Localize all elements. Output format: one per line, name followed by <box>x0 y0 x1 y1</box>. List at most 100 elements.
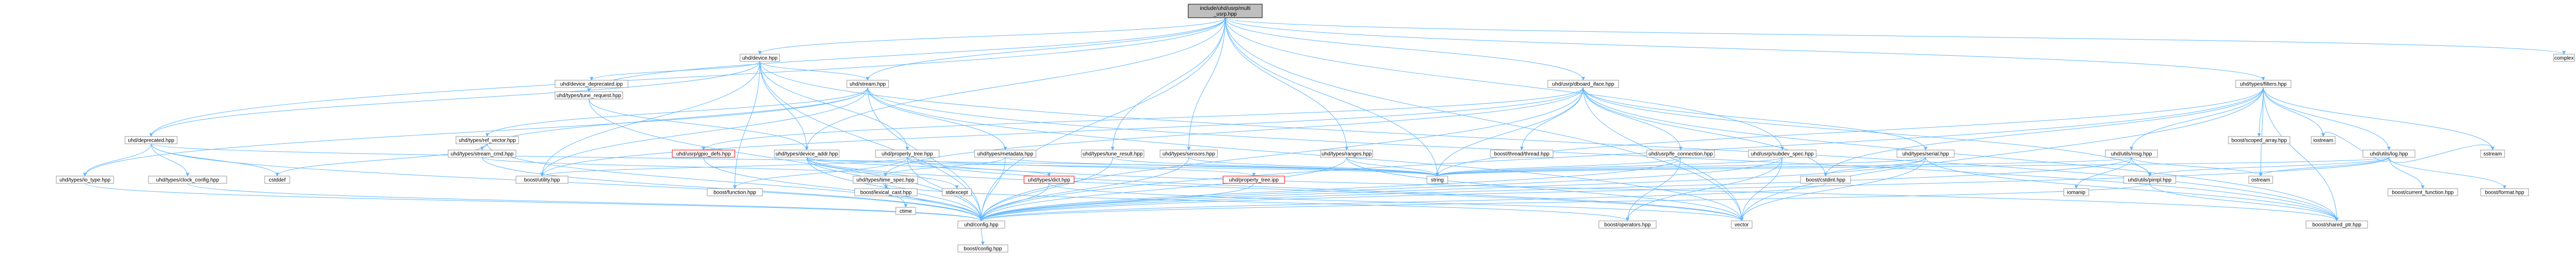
node-tune-request[interactable]: uhd/types/tune_request.hpp <box>554 91 623 100</box>
node-device-deprecated[interactable]: uhd/device_deprecated.ipp <box>554 80 628 88</box>
node-dboard-iface[interactable]: uhd/usrp/dboard_iface.hpp <box>1547 80 1619 88</box>
node-to-type[interactable]: uhd/types/io_type.hpp <box>56 176 114 184</box>
node-tune-result[interactable]: uhd/types/tune_result.hpp <box>1081 150 1144 158</box>
node-shared-ptr[interactable]: boost/shared_ptr.hpp <box>2306 220 2368 229</box>
edge-device-to-property_tree <box>759 61 909 151</box>
node-box <box>1426 176 1448 184</box>
node-complex[interactable]: complex <box>2553 54 2575 62</box>
node-pimpl[interactable]: uhd/utils/pimpl.hpp <box>2123 176 2176 184</box>
node-label: uhd/stream.hpp <box>849 82 886 88</box>
node-fe-connection[interactable]: uhd/usrp/fe_connection.hpp <box>1646 150 1715 158</box>
node-gpio-defs[interactable]: uhd/usrp/gpio_defs.hpp <box>672 150 735 158</box>
node-ref-vector[interactable]: uhd/types/ref_vector.hpp <box>455 136 519 144</box>
node-label: iostream <box>2313 138 2333 144</box>
edge-root-to-dboard_iface <box>1225 17 1585 81</box>
node-label: vector <box>1734 222 1749 228</box>
node-ranges[interactable]: uhd/types/ranges.hpp <box>1320 150 1373 158</box>
node-property-tree-ipp[interactable]: uhd/property_tree.ipp <box>1223 176 1285 184</box>
node-box <box>2063 188 2089 196</box>
node-msg[interactable]: uhd/utils/msg.hpp <box>2105 150 2158 158</box>
node-box <box>957 244 1008 253</box>
edge-log-to-sstream <box>2388 144 2495 163</box>
edge-metadata-to-config <box>979 157 1006 221</box>
edge-device-to-device_addr <box>759 61 809 151</box>
node-thread[interactable]: boost/thread/thread.hpp <box>1490 150 1554 158</box>
edge-filters-to-shared_ptr <box>2263 87 2339 221</box>
node-cstddef[interactable]: cstddef <box>264 176 290 184</box>
node-root[interactable]: include/uhd/usrp/multi_usrp.hpp <box>1188 4 1263 18</box>
node-vector[interactable]: vector <box>1731 220 1753 229</box>
edge-filters-to-log <box>2263 87 2391 151</box>
node-filters[interactable]: uhd/types/filters.hpp <box>2235 80 2291 88</box>
node-box <box>2480 150 2505 158</box>
node-stream[interactable]: uhd/stream.hpp <box>846 80 889 88</box>
node-metadata[interactable]: uhd/types/metadata.hpp <box>974 150 1037 158</box>
edge-fe_connection-to-operators <box>1625 157 1681 221</box>
node-operators[interactable]: boost/operators.hpp <box>1598 220 1657 229</box>
node-label: uhd/device_deprecated.ipp <box>560 82 623 88</box>
edge-deprecated-to-cstddef <box>151 143 279 177</box>
node-box <box>1188 4 1263 18</box>
node-label: iomanip <box>2067 190 2085 196</box>
edge-msg-to-pimpl <box>2131 157 2152 177</box>
node-stdexcept[interactable]: stdexcept <box>942 188 972 196</box>
node-serial[interactable]: uhd/types/serial.hpp <box>1896 150 1955 158</box>
node-subdev-spec[interactable]: uhd/usrp/subdev_spec.hpp <box>1748 150 1817 158</box>
node-label: boost/shared_ptr.hpp <box>2312 222 2361 228</box>
node-log[interactable]: uhd/utils/log.hpp <box>2362 150 2415 158</box>
node-function[interactable]: boost/function.hpp <box>707 188 763 196</box>
edge-pimpl-to-shared_ptr <box>2149 183 2339 221</box>
node-boost-config[interactable]: boost/config.hpp <box>957 244 1008 253</box>
node-device-addr[interactable]: uhd/types/device_addr.hpp <box>774 150 840 158</box>
edge-log-to-pimpl <box>2148 157 2389 177</box>
node-sstream[interactable]: sstream <box>2480 150 2505 158</box>
edge-property_tree_ipp-to-config <box>979 183 1254 221</box>
edge-device-to-stream <box>759 61 870 81</box>
edge-root-to-string <box>1225 17 1439 177</box>
node-scoped-array[interactable]: boost/scoped_array.hpp <box>2228 136 2290 144</box>
node-clock-config[interactable]: uhd/types/clock_config.hpp <box>148 176 227 184</box>
edge-log-to-format <box>2388 157 2507 189</box>
node-box <box>875 150 940 158</box>
node-dict[interactable]: uhd/types/dict.hpp <box>1024 176 1075 184</box>
graph-nodes: include/uhd/usrp/multi_usrp.hpp uhd/devic… <box>56 4 2575 253</box>
node-ctime[interactable]: ctime <box>895 207 916 215</box>
node-label: uhd/types/filters.hpp <box>2240 82 2287 88</box>
node-time-spec[interactable]: uhd/types/time_spec.hpp <box>853 176 918 184</box>
node-box <box>455 136 519 144</box>
node-box <box>1731 220 1753 229</box>
node-iostream[interactable]: iostream <box>2311 136 2336 144</box>
node-iomanip[interactable]: iomanip <box>2063 188 2089 196</box>
node-label: uhd/types/metadata.hpp <box>977 152 1033 157</box>
node-box <box>56 176 114 184</box>
node-format[interactable]: boost/format.hpp <box>2480 188 2529 196</box>
node-label: uhd/device.hpp <box>742 56 778 61</box>
edge-property_tree-to-utility <box>540 157 908 177</box>
node-label: uhd/types/stream_cmd.hpp <box>451 152 514 157</box>
node-config[interactable]: uhd/config.hpp <box>957 220 1005 229</box>
node-label: sstream <box>2483 152 2502 157</box>
node-label: boost/lexical_cast.hpp <box>860 190 912 196</box>
edge-dboard_iface-to-pimpl <box>1583 87 2152 177</box>
node-cstdint[interactable]: boost/cstdint.hpp <box>1800 176 1851 184</box>
edge-filters-to-msg <box>2129 87 2264 151</box>
node-label: complex <box>2554 56 2573 61</box>
edge-tune_request-to-device_addr <box>588 98 809 151</box>
node-box <box>2480 188 2529 196</box>
node-device[interactable]: uhd/device.hpp <box>739 54 780 62</box>
node-property-tree[interactable]: uhd/property_tree.hpp <box>875 150 940 158</box>
edge-fe_connection-to-string <box>1435 157 1681 177</box>
edge-root-to-device_addr <box>805 17 1226 151</box>
node-ostream[interactable]: ostream <box>2248 176 2273 184</box>
node-utility[interactable]: boost/utility.hpp <box>515 176 569 184</box>
node-label: uhd/property_tree.ipp <box>1229 178 1279 183</box>
edge-log-to-iostream <box>2321 132 2389 162</box>
node-lexical-cast[interactable]: boost/lexical_cast.hpp <box>854 188 918 196</box>
node-current-function[interactable]: boost/current_function.hpp <box>2387 188 2458 196</box>
node-box <box>2311 136 2336 144</box>
node-string[interactable]: string <box>1426 176 1448 184</box>
node-deprecated[interactable]: uhd/deprecated.hpp <box>125 136 178 144</box>
node-stream-cmd[interactable]: uhd/types/stream_cmd.hpp <box>448 150 516 158</box>
node-sensors[interactable]: uhd/types/sensors.hpp <box>1160 150 1218 158</box>
edge-subdev_spec-to-vector <box>1740 157 1783 221</box>
